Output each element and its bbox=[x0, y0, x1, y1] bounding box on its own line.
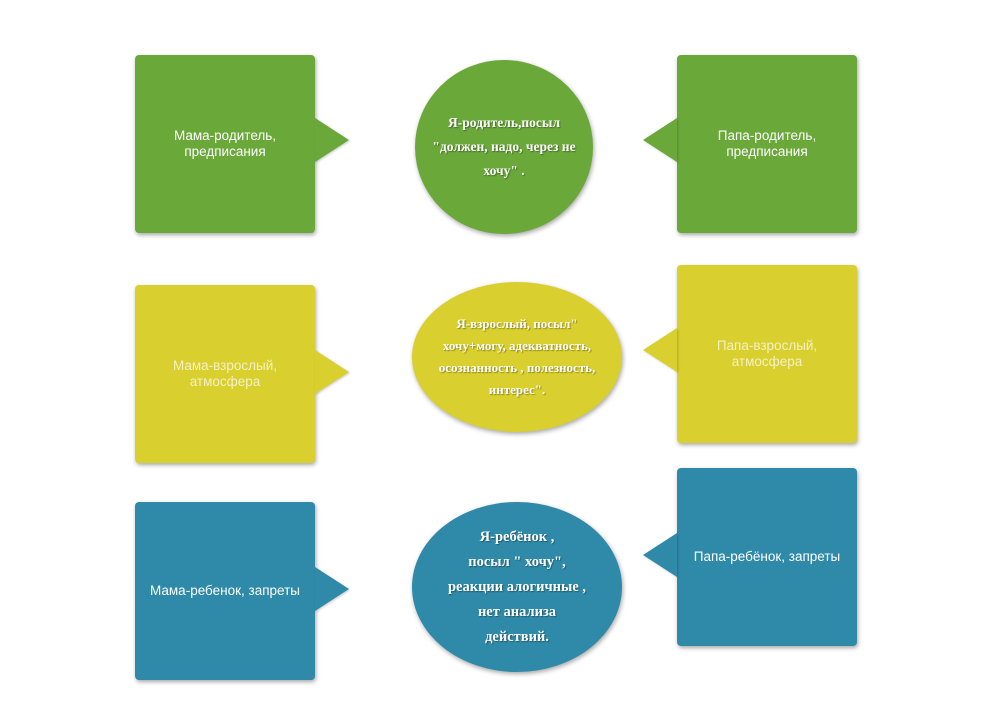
mom-adult-box: Мама-взрослый, атмосфера bbox=[135, 285, 315, 463]
self-parent-bubble: Я-родитель,посыл "должен, надо, через не… bbox=[415, 60, 593, 234]
dad-child-label: Папа-ребёнок, запреты bbox=[693, 549, 841, 564]
self-child-bubble: Я-ребёнок , посыл " хочу", реакции алоги… bbox=[412, 502, 622, 672]
mom-adult-label: Мама-взрослый, атмосфера bbox=[172, 358, 278, 389]
dad-adult-box: Папа-взрослый, атмосфера bbox=[677, 265, 857, 443]
self-adult-bubble: Я-взрослый, посыл" хочу+могу, адекватнос… bbox=[412, 282, 622, 432]
dad-adult-label: Папа-взрослый, атмосфера bbox=[716, 338, 818, 369]
mom-parent-label: Мама-родитель, предписания bbox=[173, 128, 277, 159]
mom-parent-box: Мама-родитель, предписания bbox=[135, 55, 315, 233]
dad-parent-box: Папа-родитель, предписания bbox=[677, 55, 857, 233]
dad-child-box: Папа-ребёнок, запреты bbox=[677, 468, 857, 646]
dad-parent-label: Папа-родитель, предписания bbox=[717, 128, 817, 159]
self-child-text: Я-ребёнок , посыл " хочу", реакции алоги… bbox=[447, 528, 587, 645]
dad-parent-pointer bbox=[643, 118, 677, 162]
self-parent-text: Я-родитель,посыл "должен, надо, через не… bbox=[432, 115, 576, 178]
dad-adult-pointer bbox=[643, 328, 677, 372]
mom-child-box: Мама-ребенок, запреты bbox=[135, 502, 315, 680]
dad-child-pointer bbox=[643, 533, 677, 577]
mom-parent-pointer bbox=[315, 118, 349, 162]
self-adult-text: Я-взрослый, посыл" хочу+могу, адекватнос… bbox=[438, 316, 596, 397]
mom-child-label: Мама-ребенок, запреты bbox=[150, 583, 300, 598]
mom-adult-pointer bbox=[315, 350, 349, 394]
mom-child-pointer bbox=[315, 567, 349, 611]
